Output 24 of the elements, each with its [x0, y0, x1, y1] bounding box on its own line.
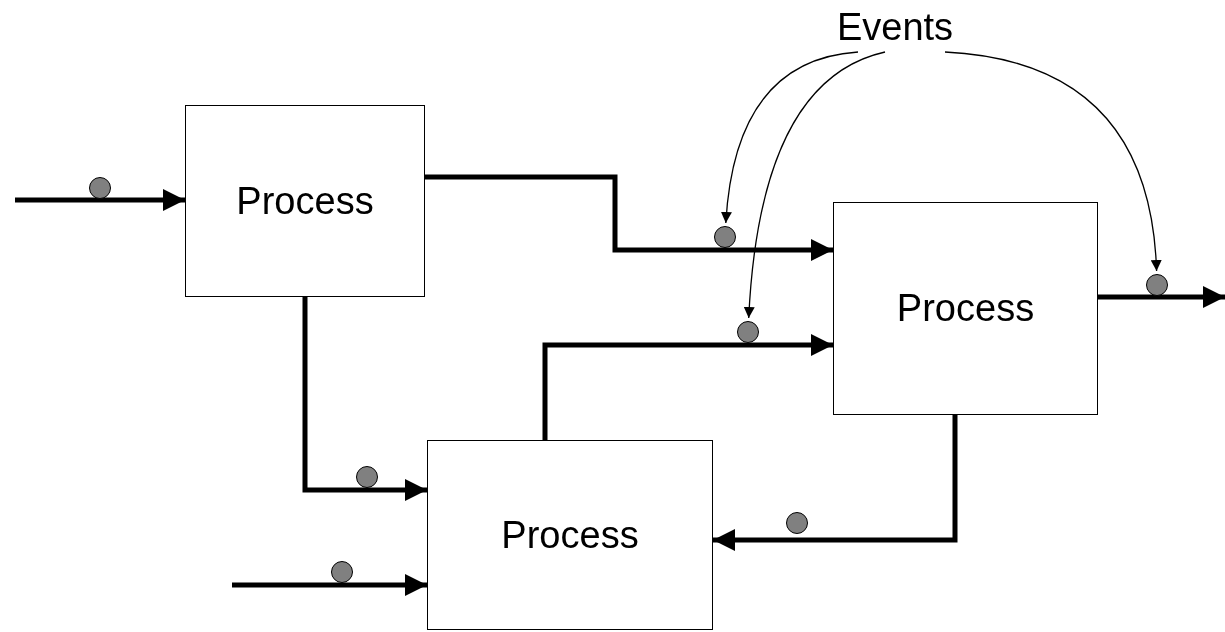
process-box: [833, 202, 1098, 415]
arrow: [542, 334, 833, 440]
arrow: [15, 189, 185, 211]
leader-line: [744, 51, 886, 319]
arrow: [302, 297, 427, 501]
arrow: [425, 174, 833, 261]
leader-line: [721, 51, 859, 224]
process-label: Process: [896, 287, 1035, 330]
process-label: Process: [501, 513, 639, 557]
arrow: [232, 574, 427, 596]
event-marker: [356, 466, 378, 488]
event-marker: [89, 177, 111, 199]
process-box: [185, 105, 425, 297]
event-marker: [786, 512, 808, 534]
event-marker: [331, 561, 353, 583]
callout-label: Events: [836, 5, 954, 49]
event-marker: [737, 321, 759, 343]
event-marker: [1146, 274, 1168, 296]
arrow: [1098, 286, 1225, 308]
process-box: [427, 440, 713, 630]
event-marker: [714, 226, 736, 248]
leader-line: [944, 51, 1162, 272]
process-label: Process: [236, 179, 374, 223]
arrow: [713, 415, 958, 551]
